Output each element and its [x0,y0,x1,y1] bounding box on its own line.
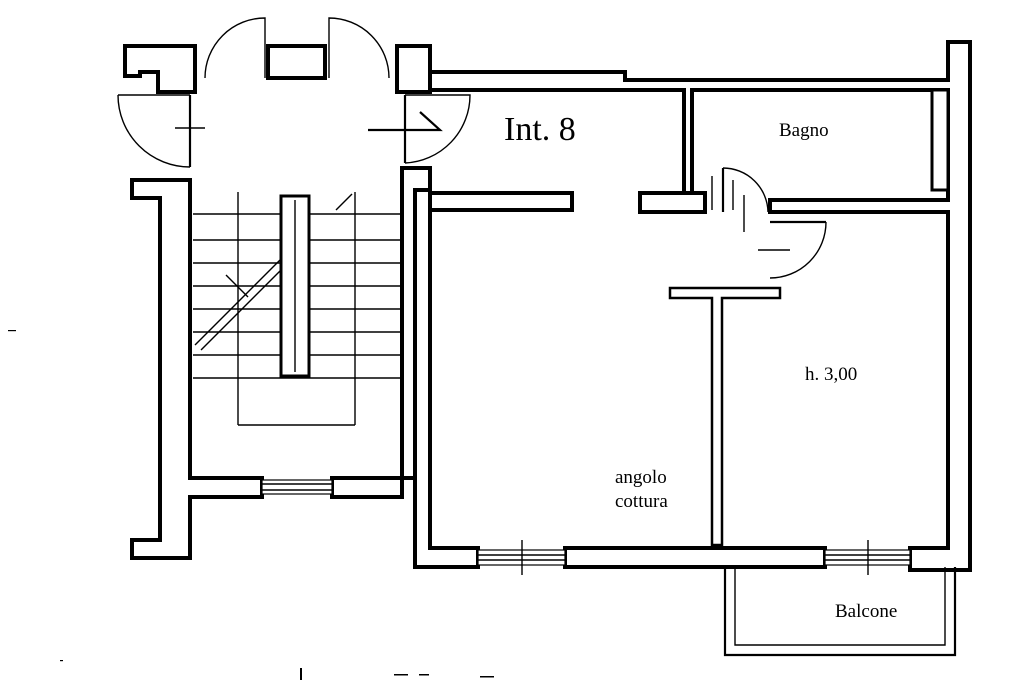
bottom-wall [563,546,827,569]
entrance-pier [266,44,327,80]
entrance-right-wall [395,44,432,94]
bottom-windows [477,540,911,575]
room-label-kitchen-line2: cottura [615,491,668,512]
bedroom-door-swing [769,221,827,279]
room-label-bathroom: Bagno [779,120,829,141]
unit-label: Int. 8 [504,111,576,148]
landing-door-left-swing [117,94,191,168]
staircase [130,166,432,560]
apartment-left-wall [413,188,574,569]
balcony [723,567,957,657]
bathroom-door-swing [722,167,769,213]
room-label-kitchen-line1: angolo [615,467,667,488]
entrance [117,17,471,168]
balcony-outline [723,567,957,657]
room-label-height: h. 3,00 [805,364,857,385]
inner-doors [711,167,827,279]
entrance-door-right-swing [328,17,390,79]
partition-stub [638,191,707,214]
corridor-partition [668,286,782,547]
room-label-balcony: Balcone [835,601,897,622]
entrance-arrow-icon [368,111,443,132]
scan-specks [8,330,494,680]
stair-window [261,479,333,495]
stair-left-wall [130,178,264,560]
landing-door-right-swing [404,94,471,164]
entrance-left-wall [123,44,197,94]
entrance-door-left-swing [204,17,266,79]
apartment-walls [413,40,972,572]
bathroom-side-wall [930,88,950,192]
